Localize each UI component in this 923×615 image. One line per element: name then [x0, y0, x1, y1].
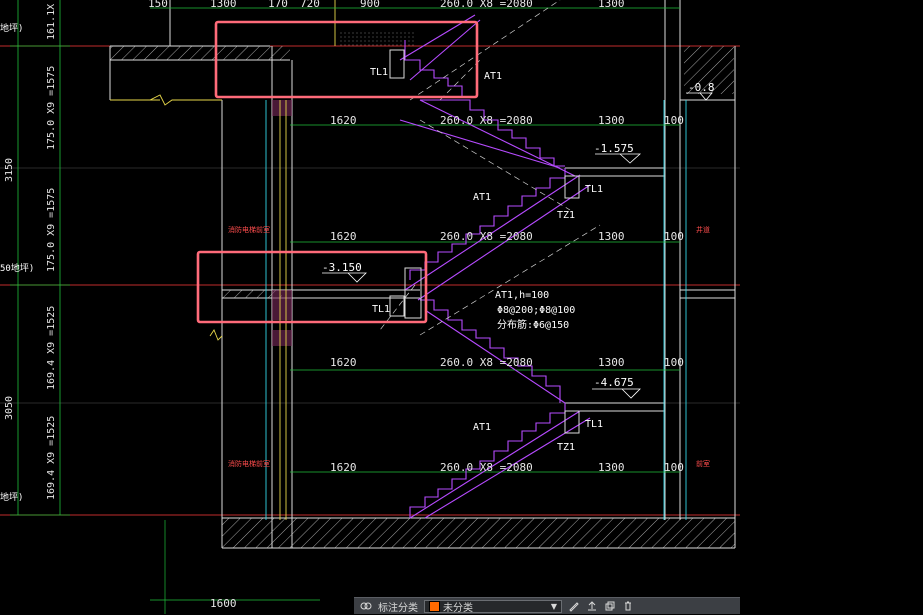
label-at1-mid: AT1	[473, 192, 491, 203]
dim-vert-1: 175.0 X9 =1575	[46, 66, 57, 150]
pen-icon[interactable]	[568, 600, 580, 612]
dim-row4-b: 260.0 X8 =2080	[440, 461, 533, 474]
label-tz1-low: TZ1	[557, 442, 575, 453]
dim-vert-3: 169.4 X9 =1525	[46, 306, 57, 390]
elevation-markers	[322, 92, 713, 399]
category-color-swatch	[429, 600, 440, 612]
dim-top-2: 170	[268, 0, 288, 10]
row-dimensions: 1620 260.0 X8 =2080 1300 100 1620 260.0 …	[210, 114, 684, 610]
dim-row3-c: 1300	[598, 356, 625, 369]
elevation-labels: -1.575 -3.150 -4.675 -0.8	[322, 81, 715, 389]
highlight-box-middle	[196, 250, 428, 324]
room-label-3: 井道	[696, 225, 710, 234]
annotation-icon[interactable]	[360, 600, 372, 612]
dim-bottom: 1600	[210, 597, 237, 610]
dim-top-1: 1300	[210, 0, 237, 10]
left-note-1: 50地坪)	[0, 262, 34, 274]
label-at1-h: AT1,h=100	[495, 290, 549, 301]
dim-row1-b: 260.0 X8 =2080	[440, 114, 533, 127]
label-at1-low: AT1	[473, 422, 491, 433]
dim-row4-c: 1300	[598, 461, 625, 474]
break-lines	[110, 94, 223, 341]
room-labels: 消防电梯前室 消防电梯前室 井道 前室	[228, 225, 710, 468]
elevation-4: -0.8	[688, 81, 715, 94]
annotation-toolbar: 标注分类 未分类 ▼	[354, 597, 740, 614]
room-label-2: 消防电梯前室	[228, 459, 270, 468]
dim-row4-d: 100	[664, 461, 684, 474]
label-tl1-mid: TL1	[585, 184, 603, 195]
dim-top-3: 720	[300, 0, 320, 10]
highlight-box-top	[214, 20, 479, 99]
dim-row2-c: 1300	[598, 230, 625, 243]
label-at1-top: AT1	[484, 71, 502, 82]
dashed-lines	[379, 0, 601, 336]
room-label-4: 前室	[696, 459, 710, 468]
label-tz1-mid: TZ1	[557, 210, 575, 221]
dim-vert-0: 161.1X	[46, 4, 57, 40]
category-select[interactable]: 未分类 ▼	[424, 599, 562, 614]
dim-row4-a: 1620	[330, 461, 357, 474]
share-icon[interactable]	[586, 600, 598, 612]
label-tl1-low: TL1	[585, 419, 603, 430]
left-dimension-lines	[10, 0, 70, 516]
elevation-1: -1.575	[594, 142, 634, 155]
dim-row2-b: 260.0 X8 =2080	[440, 230, 533, 243]
label-tl1-top: TL1	[370, 67, 388, 78]
dim-vert-4: 169.4 X9 =1525	[46, 416, 57, 500]
dim-row3-d: 100	[664, 356, 684, 369]
left-note-0: 地坪)	[0, 22, 23, 34]
dim-row2-a: 1620	[330, 230, 357, 243]
dim-top-6: 1300	[598, 0, 625, 10]
label-tl1-landing: TL1	[372, 304, 390, 315]
dim-row3-b: 260.0 X8 =2080	[440, 356, 533, 369]
elevation-3: -4.675	[594, 376, 634, 389]
dim-top-4: 900	[360, 0, 380, 10]
dim-row1-d: 100	[664, 114, 684, 127]
beam-sections	[389, 49, 580, 434]
dimension-lines	[150, 7, 680, 614]
room-label-1: 消防电梯前室	[228, 225, 270, 234]
dim-vert-2: 175.0 X9 =1575	[46, 188, 57, 272]
dim-row1-c: 1300	[598, 114, 625, 127]
top-dimensions: 150 1300 170 720 900 260.0 X8 =2080 1300	[148, 0, 625, 10]
dim-top-5: 260.0 X8 =2080	[440, 0, 533, 10]
hatch-fills	[110, 30, 735, 548]
left-vertical-dimensions: 161.1X 175.0 X9 =1575 175.0 X9 =1575 169…	[0, 4, 57, 503]
stair-flights	[399, 14, 591, 519]
dim-row2-d: 100	[664, 230, 684, 243]
component-labels: TL1 AT1 AT1 TL1 TZ1 TL1 AT1,h=100 Φ8@200…	[370, 67, 603, 453]
chevron-down-icon: ▼	[550, 601, 557, 611]
dim-top-0: 150	[148, 0, 168, 10]
dim-row3-a: 1620	[330, 356, 357, 369]
highlight-boxes	[196, 20, 479, 324]
category-selected-value: 未分类	[443, 602, 473, 614]
category-label: 标注分类	[378, 602, 418, 614]
elevation-2: -3.150	[322, 261, 362, 274]
cyan-lines	[265, 100, 687, 520]
dim-row1-a: 1620	[330, 114, 357, 127]
copy-icon[interactable]	[604, 600, 616, 612]
label-rebar-main: Φ8@200;Φ8@100	[497, 305, 575, 316]
trash-icon[interactable]	[622, 600, 634, 612]
label-rebar-dist: 分布筋:Φ6@150	[497, 318, 569, 331]
left-note-2: 地坪)	[0, 491, 23, 503]
dim-side-0: 3150	[4, 158, 15, 182]
dim-side-1: 3050	[4, 396, 15, 420]
